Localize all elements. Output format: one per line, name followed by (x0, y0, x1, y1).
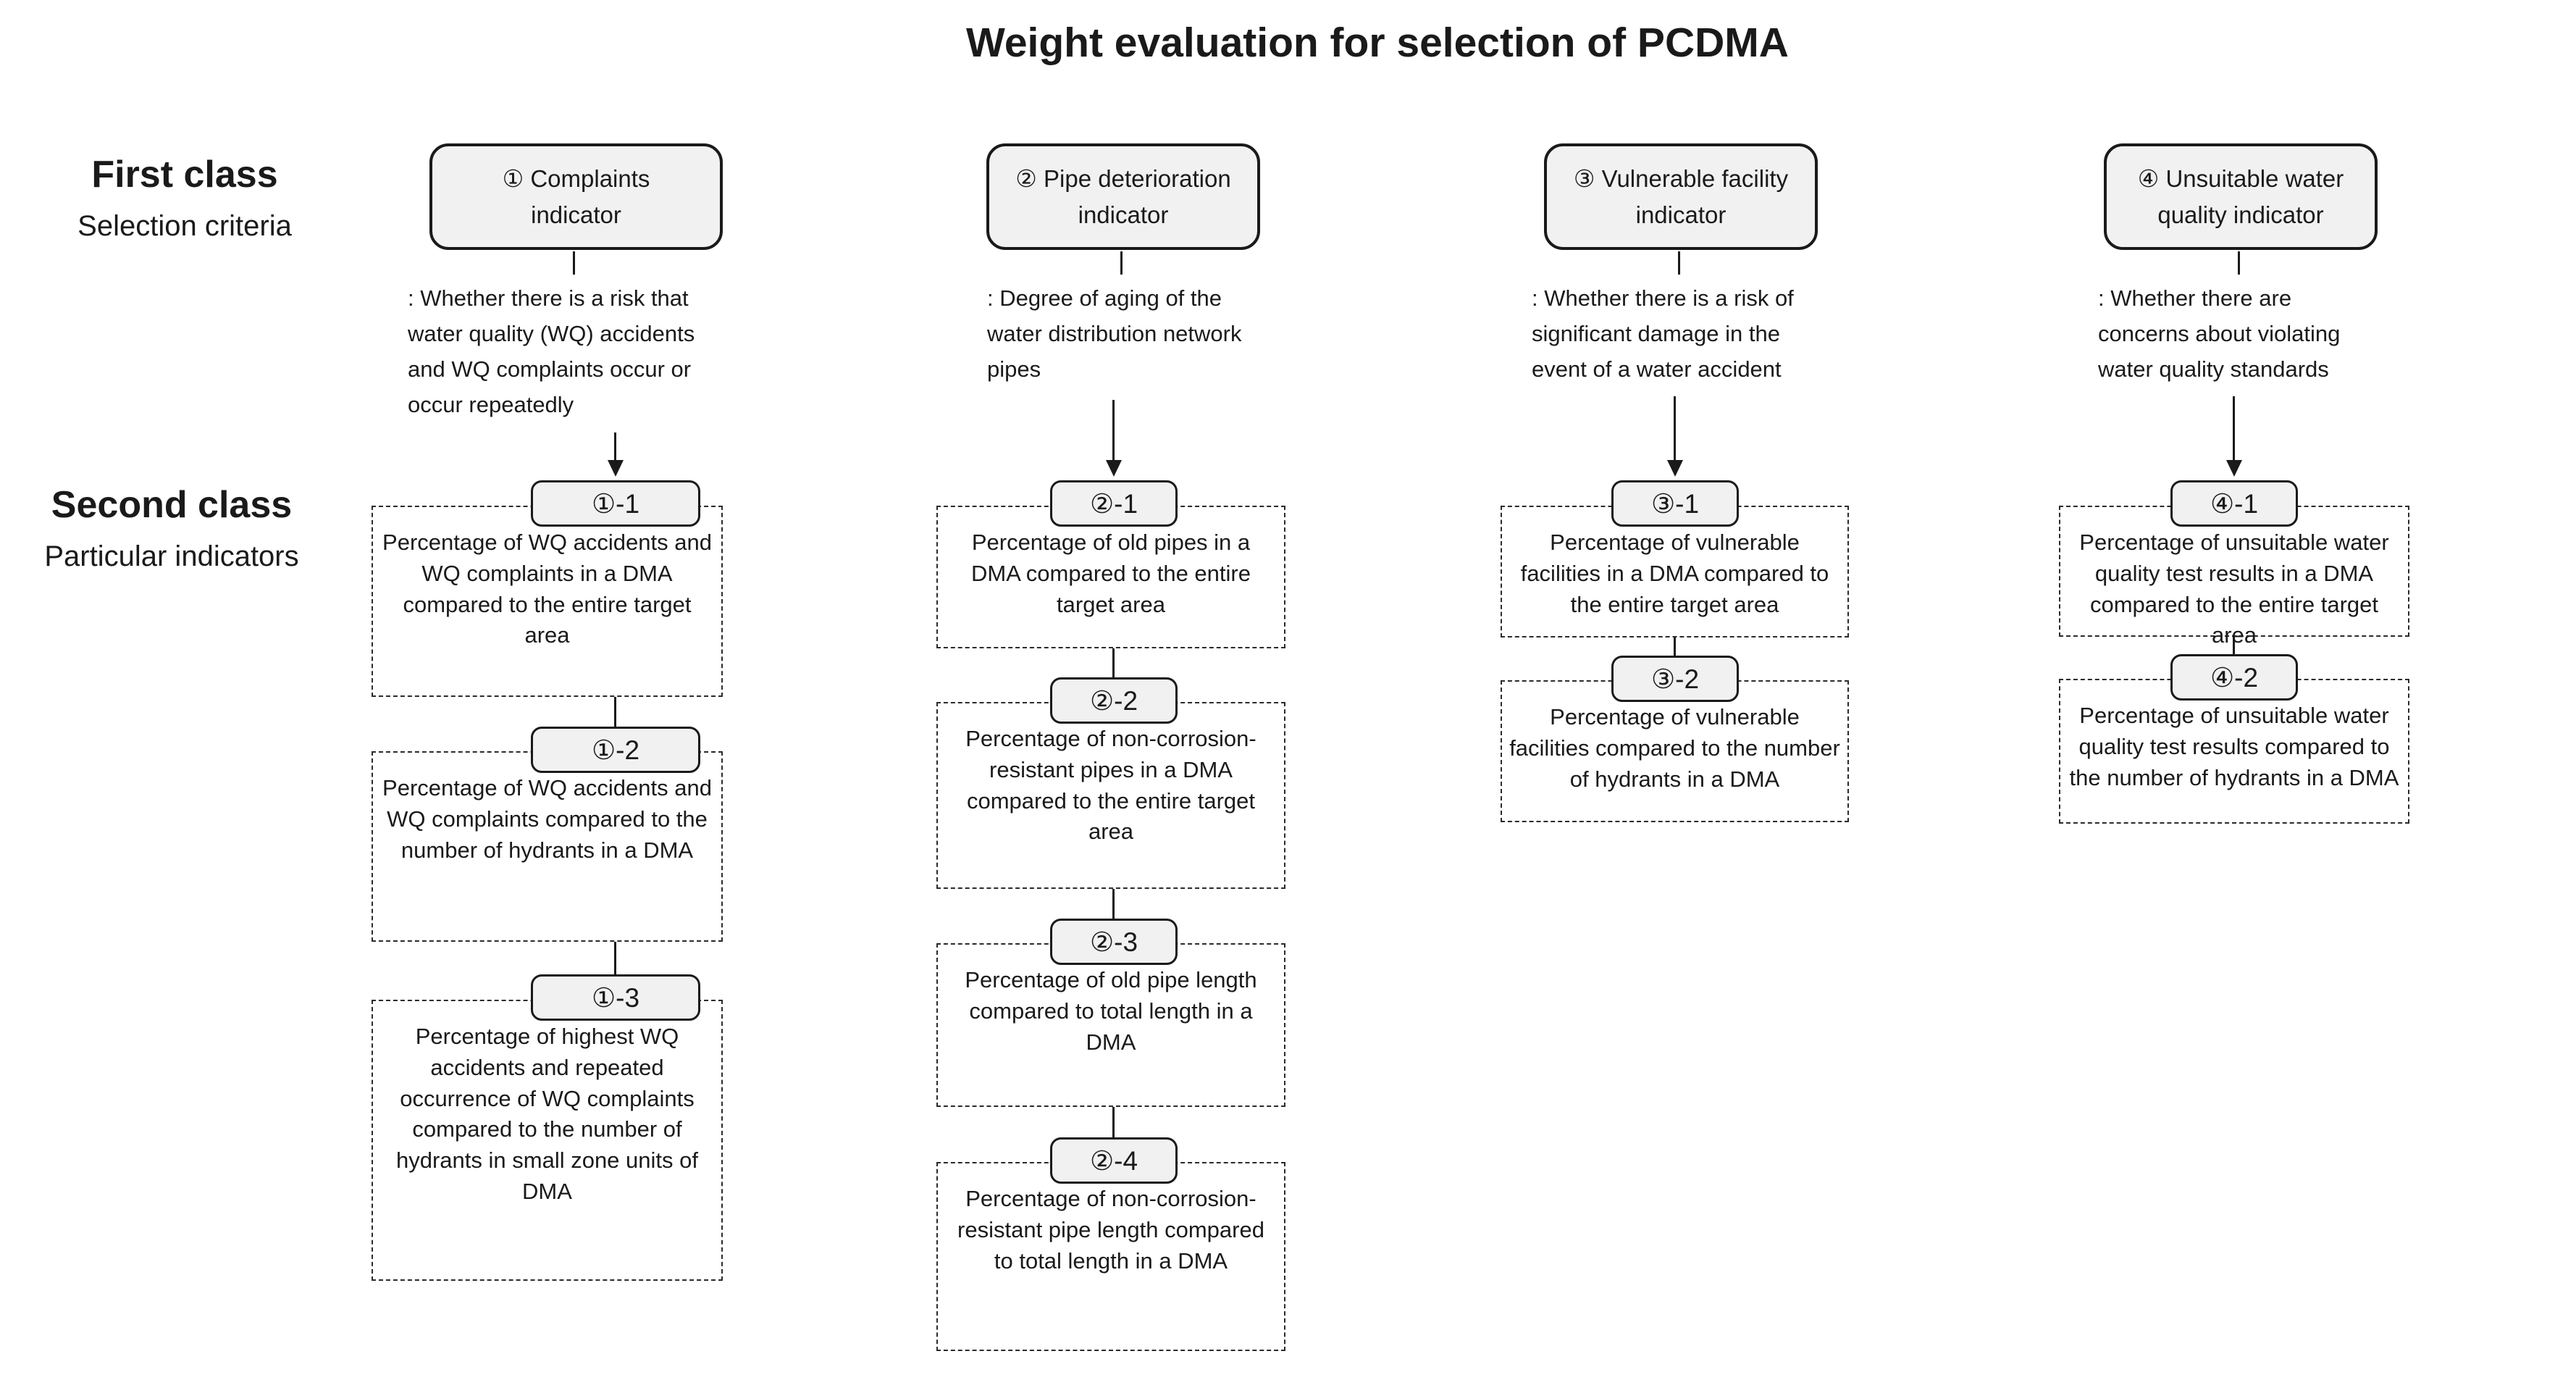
connector-line (1112, 889, 1115, 920)
first-class-subtitle: Selection criteria (77, 209, 292, 242)
connector-line (1674, 396, 1676, 461)
connector-line (1112, 1107, 1115, 1139)
indicator-tab-2-2: ②-2 (1050, 677, 1178, 724)
criterion-box-complaints: ① Complaints indicator (429, 143, 723, 250)
indicator-tab-3-1: ③-1 (1611, 480, 1739, 527)
down-arrow-icon (608, 460, 624, 477)
first-class-row-label: First class Selection criteria (22, 154, 348, 242)
second-class-subtitle: Particular indicators (44, 540, 299, 572)
criterion-box-pipe-deterioration: ② Pipe deterioration indicator (986, 143, 1260, 250)
indicator-tab-3-2: ③-2 (1611, 656, 1739, 702)
indicator-box-4-1: Percentage of unsuitable water quality t… (2059, 506, 2409, 648)
indicator-tab-2-4: ②-4 (1050, 1137, 1178, 1184)
indicator-tab-2-1: ②-1 (1050, 480, 1178, 527)
indicator-box-2-3: Percentage of old pipe length compared t… (936, 943, 1285, 1107)
indicator-tab-4-1: ④-1 (2170, 480, 2298, 527)
indicator-tab-1-1: ①-1 (531, 480, 700, 527)
criterion-box-unsuitable-water-quality: ④ Unsuitable water quality indicator (2104, 143, 2378, 250)
down-arrow-icon (1106, 460, 1122, 477)
connector-line (614, 697, 616, 728)
criterion-description-complaints: : Whether there is a risk that water qua… (408, 285, 695, 417)
connector-line (1674, 637, 1676, 657)
indicator-box-3-2: Percentage of vulnerable facilities comp… (1501, 680, 1849, 822)
criterion-description-vulnerable-facility: : Whether there is a risk of significant… (1532, 285, 1794, 382)
indicator-tab-1-2: ①-2 (531, 727, 700, 773)
connector-line (1120, 251, 1123, 275)
first-class-title: First class (91, 154, 278, 196)
indicator-box-2-2: Percentage of non-corrosion-resistant pi… (936, 702, 1285, 889)
indicator-box-1-2: Percentage of WQ accidents and WQ compla… (372, 751, 723, 942)
indicator-box-4-2: Percentage of unsuitable water quality t… (2059, 679, 2409, 824)
page-title: Weight evaluation for selection of PCDMA (966, 20, 1789, 66)
connector-line (2233, 396, 2235, 461)
criterion-description-pipe-deterioration: : Degree of aging of the water distribut… (987, 285, 1242, 382)
indicator-box-2-1: Percentage of old pipes in a DMA compare… (936, 506, 1285, 648)
criterion-box-vulnerable-facility: ③ Vulnerable facility indicator (1544, 143, 1818, 250)
down-arrow-icon (1667, 460, 1683, 477)
connector-line (2233, 637, 2235, 656)
connector-line (614, 942, 616, 976)
down-arrow-icon (2226, 460, 2242, 477)
connector-line (1678, 251, 1680, 275)
indicator-tab-4-2: ④-2 (2170, 654, 2298, 701)
connector-line (2238, 251, 2240, 275)
second-class-row-label: Second class Particular indicators (9, 484, 335, 572)
indicator-box-1-1: Percentage of WQ accidents and WQ compla… (372, 506, 723, 697)
connector-line (1112, 648, 1115, 679)
indicator-box-3-1: Percentage of vulnerable facilities in a… (1501, 506, 1849, 637)
second-class-title: Second class (51, 484, 293, 526)
criterion-description-unsuitable-water-quality: : Whether there are concerns about viola… (2098, 285, 2341, 382)
connector-line (573, 251, 575, 275)
indicator-box-1-3: Percentage of highest WQ accidents and r… (372, 1000, 723, 1281)
indicator-box-2-4: Percentage of non-corrosion-resistant pi… (936, 1162, 1285, 1351)
connector-line (614, 432, 616, 461)
indicator-tab-1-3: ①-3 (531, 974, 700, 1021)
connector-line (1112, 400, 1115, 461)
indicator-tab-2-3: ②-3 (1050, 919, 1178, 965)
